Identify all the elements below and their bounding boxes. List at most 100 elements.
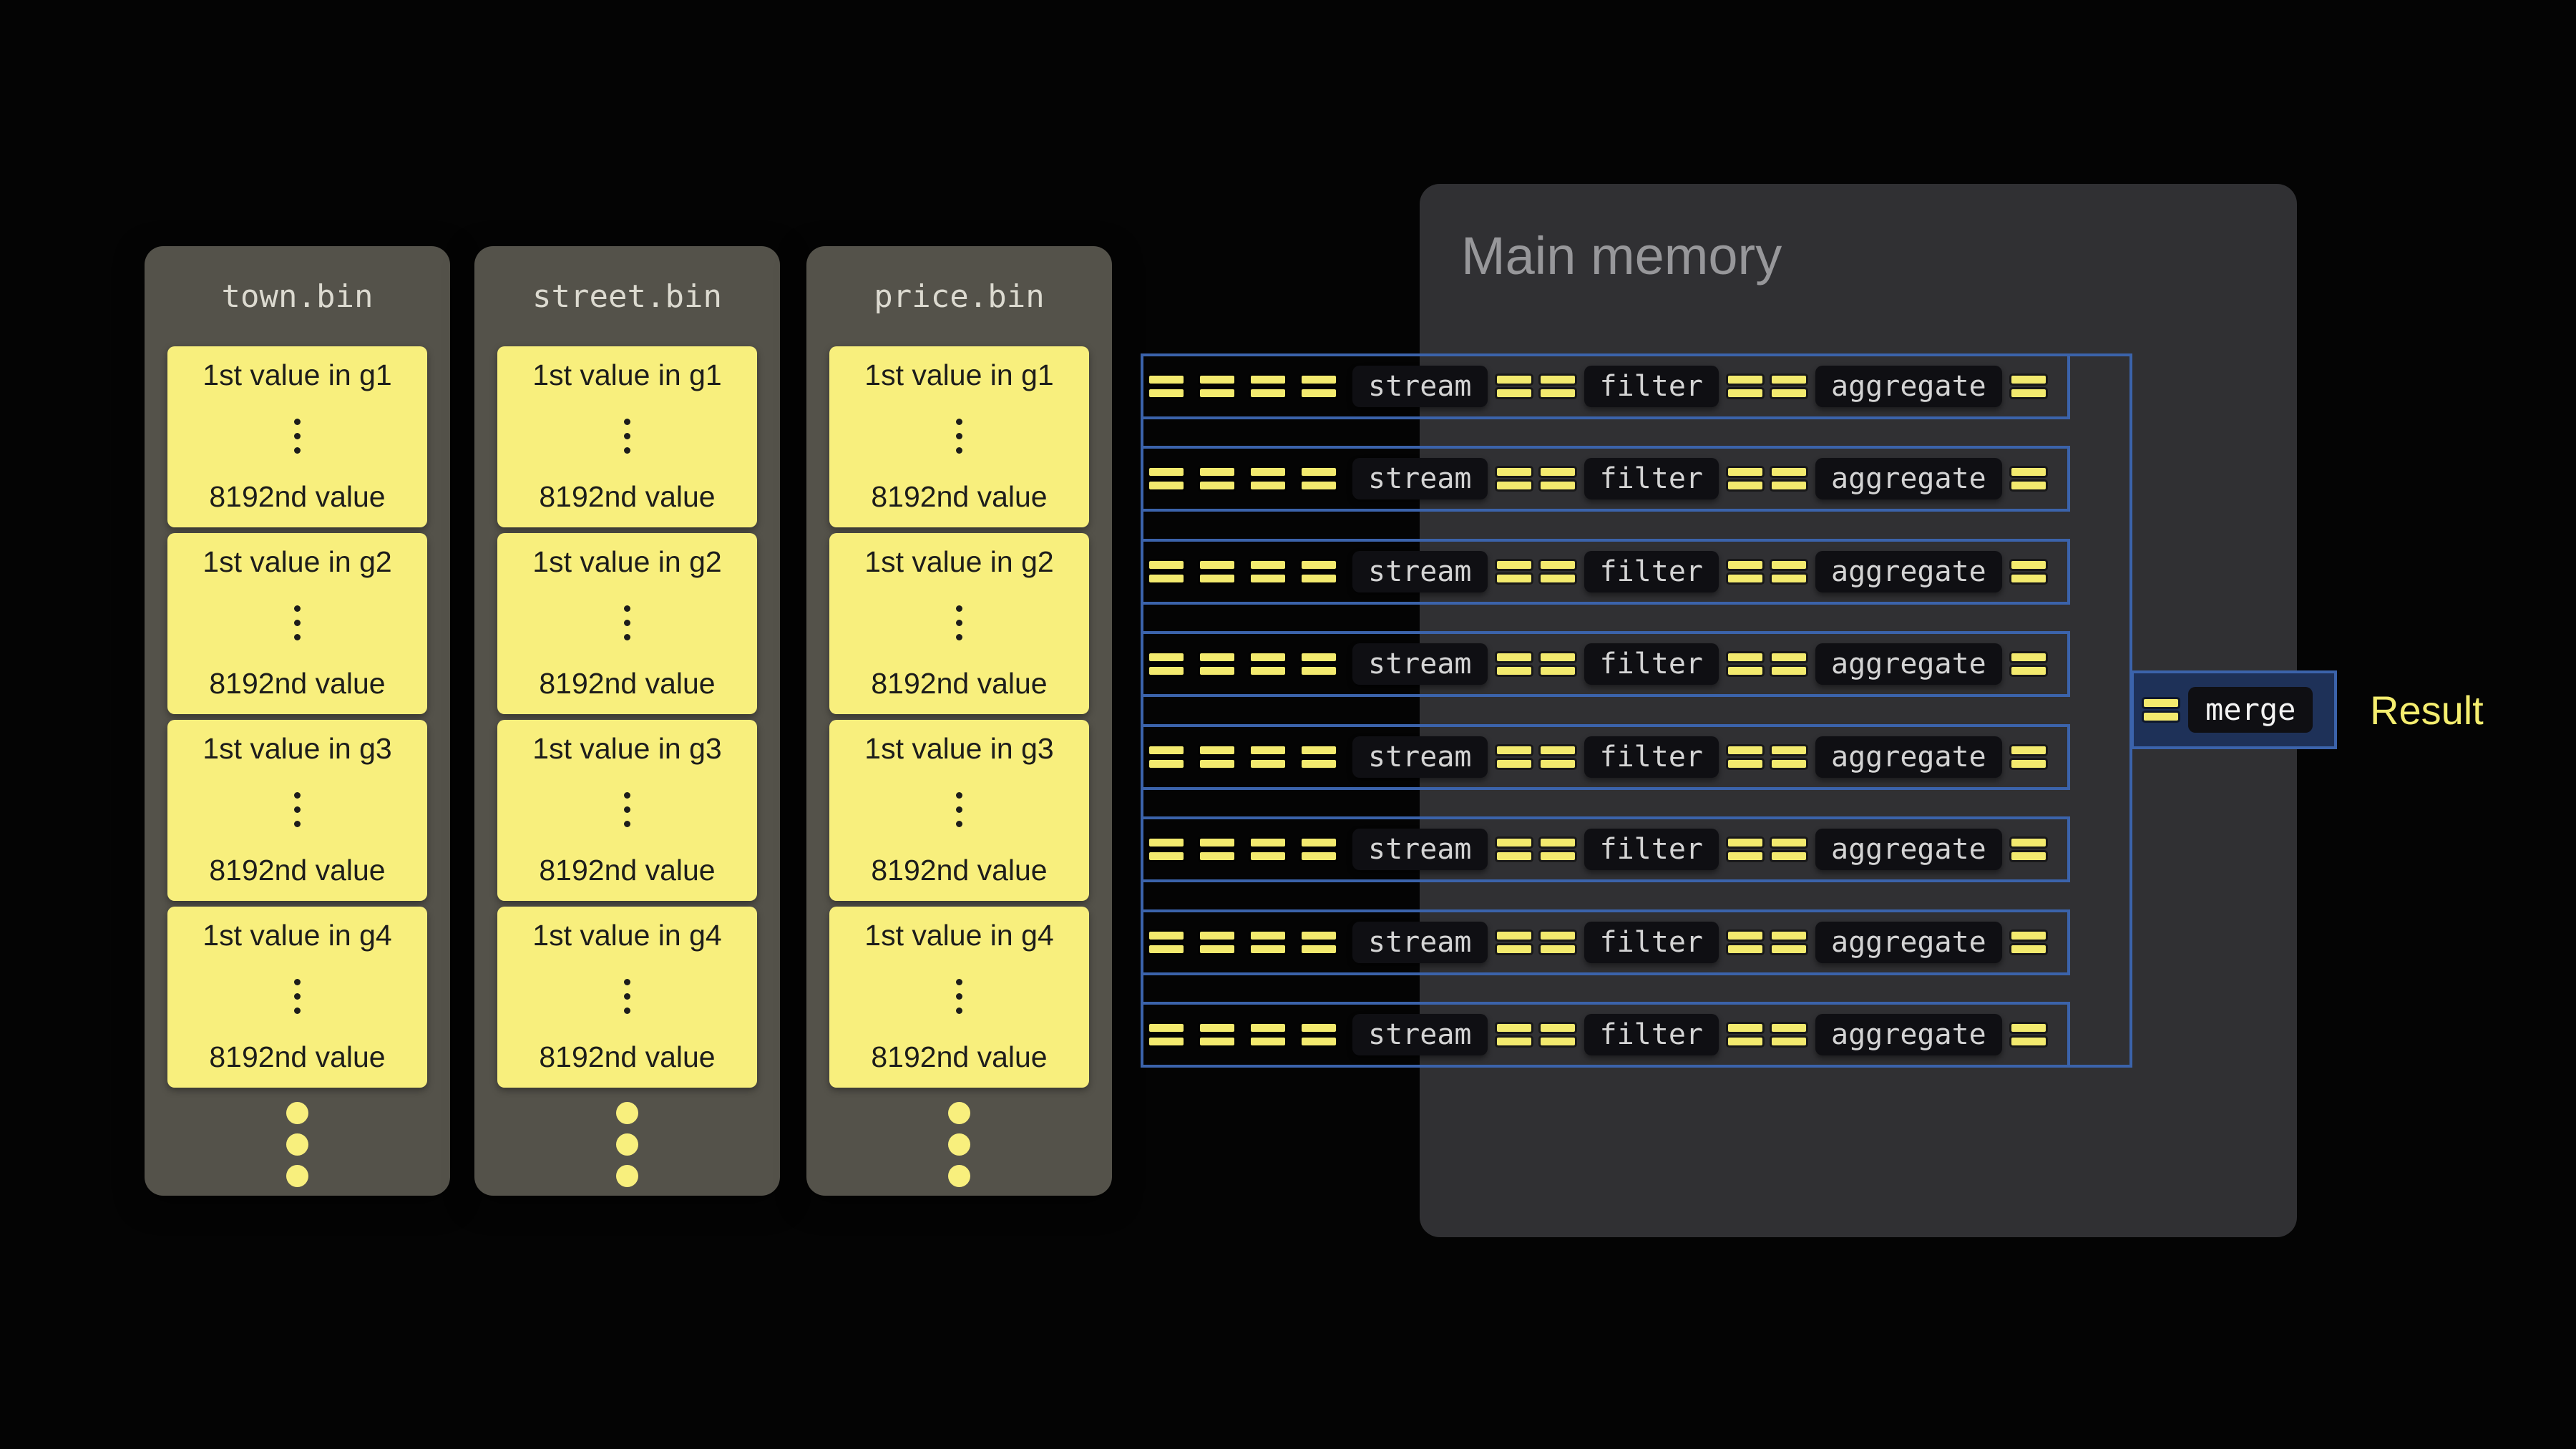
data-chunk-icon	[2011, 931, 2046, 953]
granule-block-g3: 1st value in g3 8192nd value	[497, 720, 757, 901]
filter-stage: filter	[1584, 458, 1719, 500]
data-chunk-icon	[1149, 746, 1184, 768]
granule-block-g1: 1st value in g1 8192nd value	[497, 346, 757, 527]
stream-stage: stream	[1352, 550, 1488, 592]
data-chunk-icon	[1772, 653, 1806, 675]
data-chunk-icon	[1728, 839, 1762, 861]
granule-last-value: 8192nd value	[209, 1040, 386, 1073]
data-chunk-icon	[1540, 1023, 1575, 1045]
data-chunk-icon	[1772, 560, 1806, 582]
stream-stage: stream	[1352, 1013, 1488, 1055]
data-chunk-icon	[1496, 376, 1531, 397]
data-chunk-icon	[1496, 653, 1531, 675]
vertical-ellipsis-icon	[294, 605, 301, 640]
data-chunk-icon	[2011, 746, 2046, 768]
filter-stage: filter	[1584, 366, 1719, 407]
data-chunk-icon	[1302, 468, 1336, 490]
aggregate-stage: aggregate	[1815, 736, 2002, 778]
granule-first-value: 1st value in g1	[532, 358, 722, 391]
data-chunk-icon	[1149, 839, 1184, 861]
granule-last-value: 8192nd value	[539, 666, 716, 700]
file-column-price: price.bin 1st value in g1 8192nd value 1…	[806, 246, 1112, 1196]
data-chunk-icon	[1149, 1023, 1184, 1045]
data-chunk-icon	[1149, 931, 1184, 953]
granule-first-value: 1st value in g4	[203, 919, 392, 952]
data-chunk-icon	[1200, 746, 1234, 768]
data-chunk-icon	[1728, 653, 1762, 675]
data-chunk-icon	[1540, 376, 1575, 397]
data-chunk-icon	[1540, 931, 1575, 953]
filter-stage: filter	[1584, 550, 1719, 592]
data-chunk-icon	[1302, 931, 1336, 953]
data-chunk-icon	[1496, 1023, 1531, 1045]
granule-first-value: 1st value in g3	[203, 732, 392, 765]
aggregate-stage: aggregate	[1815, 458, 2002, 500]
granule-last-value: 8192nd value	[871, 1040, 1048, 1073]
pipeline-lanes: stream filter aggregate stream filter ag…	[1141, 353, 2132, 1068]
data-chunk-icon	[1540, 468, 1575, 490]
data-chunk-icon	[2011, 560, 2046, 582]
granule-first-value: 1st value in g2	[532, 545, 722, 578]
vertical-ellipsis-icon	[624, 605, 630, 640]
data-chunk-icon	[1251, 560, 1285, 582]
filter-stage: filter	[1584, 736, 1719, 778]
pipeline-lane: stream filter aggregate	[1141, 631, 2070, 698]
granule-block-g2: 1st value in g2 8192nd value	[829, 533, 1089, 714]
granule-block-g4: 1st value in g4 8192nd value	[167, 907, 427, 1088]
granule-last-value: 8192nd value	[539, 479, 716, 513]
data-chunk-icon	[1200, 839, 1234, 861]
merge-stage: merge	[2188, 687, 2313, 733]
granule-first-value: 1st value in g4	[532, 919, 722, 952]
granule-first-value: 1st value in g2	[203, 545, 392, 578]
granule-last-value: 8192nd value	[871, 479, 1048, 513]
data-chunk-icon	[1728, 931, 1762, 953]
granule-block-g2: 1st value in g2 8192nd value	[497, 533, 757, 714]
result-label: Result	[2370, 687, 2484, 733]
vertical-ellipsis-icon	[624, 979, 630, 1014]
granule-block-g3: 1st value in g3 8192nd value	[167, 720, 427, 901]
vertical-ellipsis-icon	[956, 792, 962, 827]
data-chunk-icon	[1772, 746, 1806, 768]
data-chunk-icon	[1728, 746, 1762, 768]
stream-stage: stream	[1352, 458, 1488, 500]
stream-stage: stream	[1352, 736, 1488, 778]
data-chunk-icon	[1772, 931, 1806, 953]
pipeline-lane: stream filter aggregate	[1141, 353, 2070, 419]
granule-block-g3: 1st value in g3 8192nd value	[829, 720, 1089, 901]
stream-stage: stream	[1352, 921, 1488, 963]
data-chunk-icon	[1728, 1023, 1762, 1045]
data-chunk-icon	[2011, 839, 2046, 861]
data-chunk-icon	[1149, 468, 1184, 490]
data-chunk-icon	[1251, 653, 1285, 675]
main-memory-title: Main memory	[1461, 226, 1782, 286]
vertical-ellipsis-icon	[294, 792, 301, 827]
stream-stage: stream	[1352, 643, 1488, 686]
data-chunk-icon	[1200, 1023, 1234, 1045]
data-chunk-icon	[1772, 1023, 1806, 1045]
data-chunk-icon	[1496, 468, 1531, 490]
data-chunk-icon	[1251, 839, 1285, 861]
granule-block-g4: 1st value in g4 8192nd value	[497, 907, 757, 1088]
merge-channel: merge	[2131, 670, 2337, 749]
data-chunk-icon	[1772, 468, 1806, 490]
data-chunk-icon	[1251, 376, 1285, 397]
data-chunk-icon	[1200, 931, 1234, 953]
vertical-ellipsis-icon	[624, 419, 630, 454]
data-chunk-icon	[2144, 699, 2178, 721]
granule-last-value: 8192nd value	[871, 666, 1048, 700]
pipeline-lane: stream filter aggregate	[1141, 1001, 2070, 1068]
granule-first-value: 1st value in g1	[864, 358, 1054, 391]
vertical-ellipsis-icon	[956, 979, 962, 1014]
data-chunk-icon	[1540, 746, 1575, 768]
data-chunk-icon	[1496, 560, 1531, 582]
granule-block-g1: 1st value in g1 8192nd value	[829, 346, 1089, 527]
granule-first-value: 1st value in g1	[203, 358, 392, 391]
data-chunk-icon	[1149, 653, 1184, 675]
data-chunk-icon	[1728, 376, 1762, 397]
data-chunk-icon	[1772, 839, 1806, 861]
data-chunk-icon	[1302, 376, 1336, 397]
data-chunk-icon	[1251, 468, 1285, 490]
data-chunk-icon	[1496, 746, 1531, 768]
data-chunk-icon	[1302, 1023, 1336, 1045]
